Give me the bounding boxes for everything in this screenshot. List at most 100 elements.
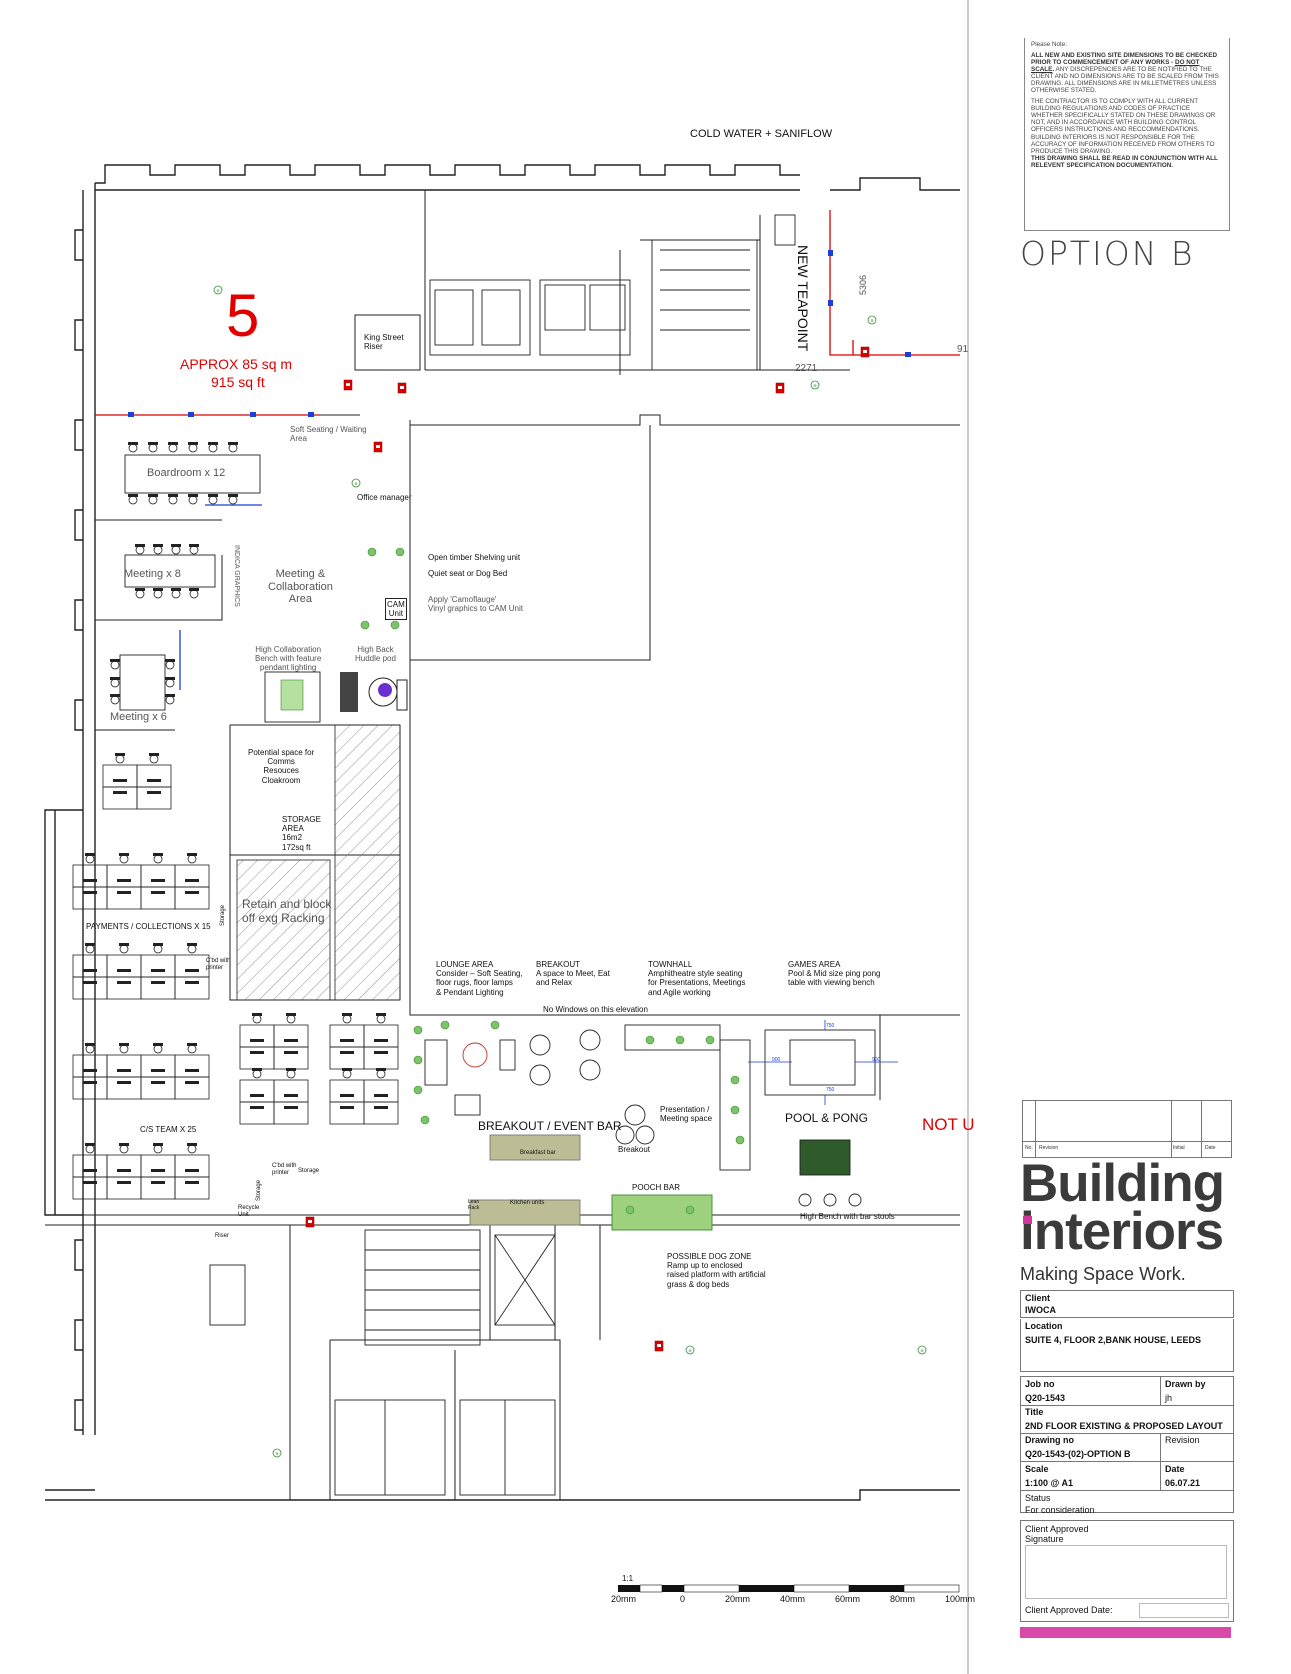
tb-drawing-row: Drawing no Q20-1543-(02)-OPTION B Revisi… — [1020, 1433, 1234, 1462]
meeting-collab-label: Meeting & Collaboration Area — [268, 568, 333, 606]
tb-location: Location SUITE 4, FLOOR 2,BANK HOUSE, LE… — [1020, 1319, 1234, 1372]
tb-date-label: Date — [1165, 1464, 1185, 1474]
office-manager-label: Office manager — [357, 493, 412, 502]
notes-p2: THE CONTRACTOR IS TO COMPLY WITH ALL CUR… — [1031, 98, 1216, 155]
breakout-note-label: BREAKOUT A space to Meet, Eat and Relax — [536, 960, 610, 988]
area-number: 5 — [226, 282, 260, 349]
tb-drawing-label: Drawing no — [1025, 1435, 1074, 1445]
retain-racking-label: Retain and block off exg Racking — [242, 897, 332, 925]
lean-rack-label: Lean Rack — [468, 1199, 480, 1211]
brand-logo: Building interiors Making Space Work. — [1020, 1157, 1225, 1285]
tb-location-label: Location — [1025, 1321, 1063, 1331]
soft-seating-label: Soft Seating / Waiting Area — [290, 425, 367, 444]
dog-zone-label: POSSIBLE DOG ZONE Ramp up to enclosed ra… — [667, 1252, 766, 1289]
brand-accent-dot — [1023, 1216, 1032, 1224]
high-bench-label: High Bench with bar stools — [800, 1212, 895, 1221]
tb-client-value: IWOCA — [1025, 1305, 1056, 1315]
tb-title-row: Title 2ND FLOOR EXISTING & PROPOSED LAYO… — [1020, 1405, 1234, 1434]
tb-location-value: SUITE 4, FLOOR 2,BANK HOUSE, LEEDS — [1025, 1335, 1202, 1345]
notes-p3: THIS DRAWING SHALL BE READ IN CONJUNCTIO… — [1031, 154, 1218, 169]
brand-line2: interiors — [1020, 1202, 1224, 1261]
building-walls — [44, 164, 960, 1501]
client-approval-box: Client Approved Signature Client Approve… — [1020, 1520, 1234, 1622]
storage3-label: Storage — [256, 1180, 262, 1202]
tb-scale-label: Scale — [1025, 1464, 1049, 1474]
pool-pong-label: POOL & PONG — [785, 1111, 868, 1125]
dim-5306: 5306 — [858, 275, 868, 296]
meeting8-label: Meeting x 8 — [124, 568, 181, 580]
lounge-area-label: LOUNGE AREA Consider – Soft Seating, flo… — [436, 960, 523, 997]
boardroom-label: Boardroom x 12 — [147, 467, 226, 479]
revision-table: No. Revision Initial Date — [1022, 1100, 1232, 1158]
shelving-label: Open timber Shelving unit — [428, 553, 521, 562]
rev-col-no: No. — [1025, 1145, 1033, 1151]
payments-label: PAYMENTS / COLLECTIONS X 15 — [86, 922, 211, 931]
huddle-label: High Back Huddle pod — [355, 645, 396, 664]
floor-plan: ⊕ — [44, 0, 969, 1674]
cold-water-label: COLD WATER + SANIFLOW — [690, 128, 833, 140]
dim-2271: 2271 — [795, 363, 818, 374]
option-label: OPTION B — [1020, 234, 1195, 273]
tb-title-value: 2ND FLOOR EXISTING & PROPOSED LAYOUT — [1025, 1421, 1223, 1431]
breakout-label: Breakout — [618, 1145, 651, 1154]
rev-col-initial: Initial — [1173, 1145, 1185, 1151]
quiet-seat-label: Quiet seat or Dog Bed — [428, 569, 508, 578]
dim-900b: 900 — [872, 1057, 881, 1063]
indica-graphics-label: INDICA GRAPHICS — [233, 545, 241, 607]
hatched-areas — [236, 724, 401, 1001]
scale-tick-2: 0 — [680, 1594, 686, 1604]
tb-scale-row: Scale 1:100 @ A1 Date 06.07.21 — [1020, 1462, 1234, 1491]
meeting6-label: Meeting x 6 — [110, 711, 167, 723]
collab-bench — [264, 671, 408, 723]
games-area-label: GAMES AREA Pool & Mid size ping pong tab… — [788, 960, 881, 988]
meeting8-table — [124, 543, 216, 599]
cam-unit-label: CAM Unit — [385, 598, 407, 621]
tb-title-label: Title — [1025, 1407, 1044, 1417]
breakout-furniture — [424, 1024, 876, 1231]
notes-p1: ANY DISCREPENCIES ARE TO BE NOTIFIED TO … — [1031, 66, 1219, 95]
cbd-printer-label: C'bd with printer — [206, 958, 231, 971]
tb-client: Client IWOCA — [1020, 1290, 1234, 1318]
client-approved-signature-label: Client Approved Signature — [1025, 1524, 1089, 1544]
tb-revision-label: Revision — [1165, 1435, 1200, 1445]
signature-field[interactable] — [1025, 1545, 1227, 1599]
breakout-event-bar-label: BREAKOUT / EVENT BAR — [478, 1119, 622, 1133]
approved-date-field[interactable] — [1139, 1603, 1229, 1618]
partition-walls — [45, 190, 960, 1500]
pooch-bar-label: POOCH BAR — [632, 1183, 681, 1192]
notes-bold-2: DO NOT SCALE — [1031, 59, 1200, 74]
brand-color-bar — [1020, 1627, 1231, 1638]
kitchen-units-label: Kitchen units — [510, 1200, 545, 1206]
tb-client-label: Client — [1025, 1293, 1051, 1303]
tb-drawn-label: Drawn by — [1165, 1379, 1206, 1389]
tb-status-row: Status For consideration — [1020, 1491, 1234, 1515]
king-street-riser-label: King Street Riser — [364, 333, 404, 352]
toilets-top — [429, 214, 796, 371]
storage-small-label: Storage — [220, 905, 226, 927]
tb-job-row: Job no Q20-1543 Drawn by jh — [1020, 1376, 1234, 1406]
lower-core — [209, 1229, 556, 1496]
high-collab-label: High Collaboration Bench with feature pe… — [255, 645, 322, 673]
tb-status-label: Status — [1025, 1493, 1051, 1503]
presentation-label: Presentation / Meeting space — [660, 1105, 713, 1124]
scale-tick-7: 100mm — [945, 1594, 976, 1604]
area-sqm: APPROX 85 sq m — [180, 356, 293, 372]
scale-tick-6: 80mm — [890, 1594, 916, 1604]
scale-tick-1: 20mm — [611, 1594, 637, 1604]
rev-col-date: Date — [1205, 1145, 1216, 1151]
cbd-printer2-label: C'bd with printer — [272, 1163, 297, 1176]
dim-750a: 750 — [826, 1023, 835, 1029]
potential-space-label: Potential space for Comms Resouces Cloak… — [248, 748, 315, 785]
notes-title: Please Note: — [1031, 41, 1068, 48]
no-windows-label: No Windows on this elevation — [543, 1005, 648, 1014]
storage-area-label: STORAGE AREA 16m2 172sq ft — [282, 815, 321, 852]
scale-ratio: 1:1 — [622, 1574, 634, 1583]
boardroom-table — [124, 441, 261, 505]
games-dimensions — [748, 1020, 898, 1105]
townhall-label: TOWNHALL Amphitheatre style seating for … — [648, 960, 746, 997]
notes-box: Please Note: ALL NEW AND EXISTING SITE D… — [1024, 38, 1230, 231]
new-teapoint-label: NEW TEAPOINT — [795, 245, 812, 352]
camo-label: Apply 'Camoflauge' Vinyl graphics to CAM… — [428, 595, 523, 614]
blue-glazing — [179, 504, 262, 690]
tb-drawing-value: Q20-1543-(02)-OPTION B — [1025, 1449, 1131, 1459]
